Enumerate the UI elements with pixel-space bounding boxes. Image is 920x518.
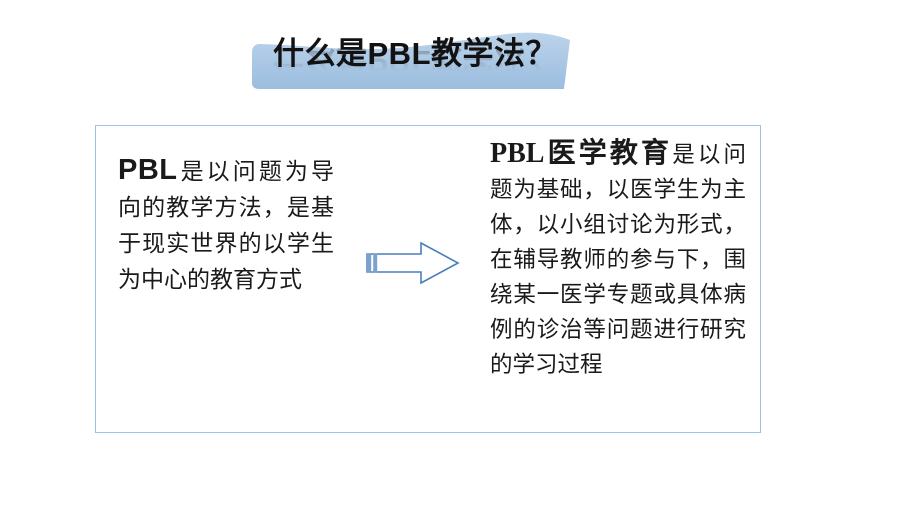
title-banner-shape <box>252 30 578 92</box>
left-lead-label: PBL <box>118 154 178 186</box>
right-body-text: 是以问题为基础，以医学生为主体，以小组讨论为形式，在辅导教师的参与下，围绕某一医… <box>490 142 746 377</box>
left-definition-block: PBL是以问题为导向的教学方法，是基于现实世界的以学生为中心的教育方式 <box>118 152 334 298</box>
left-body-text: 是以问题为导向的教学方法，是基于现实世界的以学生为中心的教育方式 <box>118 159 334 292</box>
right-definition-block: PBL医学教育是以问题为基础，以医学生为主体，以小组讨论为形式，在辅导教师的参与… <box>490 136 746 382</box>
title-banner: 什么是PBL教学法？ 什么是PBL教学法？ <box>252 30 578 92</box>
right-lead-label: PBL医学教育 <box>490 138 673 169</box>
page-title: 什么是PBL教学法？ <box>273 36 557 71</box>
right-definition-paragraph: PBL医学教育是以问题为基础，以医学生为主体，以小组讨论为形式，在辅导教师的参与… <box>490 136 746 382</box>
left-definition-paragraph: PBL是以问题为导向的教学方法，是基于现实世界的以学生为中心的教育方式 <box>118 152 334 298</box>
right-arrow-icon <box>363 240 463 286</box>
content-box <box>95 125 761 433</box>
